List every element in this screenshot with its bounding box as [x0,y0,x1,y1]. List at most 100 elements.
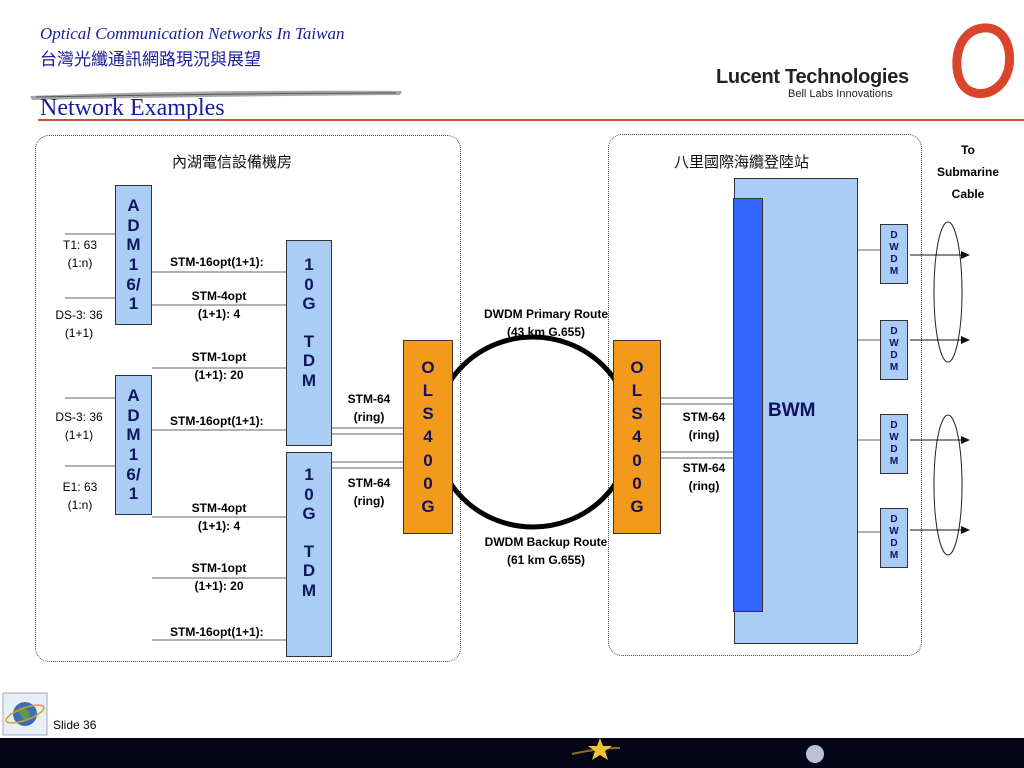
dwdm-letter: W [889,432,899,443]
ols-letter: L [631,380,643,400]
label-ds3-bottom: DS-3: 36(1+1) [55,410,103,442]
dwdm-letter: M [889,456,899,467]
adm-box-bottom[interactable]: A D M 1 6/ 1 [115,375,152,515]
title-english: Optical Communication Networks In Taiwan [40,24,345,43]
ols-letter: 0 [423,450,433,470]
label-stm16-c: STM-16opt(1+1): [170,625,264,639]
ols-letter: O [421,357,435,377]
ols-letter: 0 [632,450,642,470]
adm-letter: 6/ [126,464,141,484]
dwdm-letter: M [889,550,899,561]
adm-letter: M [126,235,141,255]
dwdm-letter: W [889,526,899,537]
ols-letter: G [421,497,435,517]
label-stm64-left-2: STM-64(ring) [347,476,391,508]
dwdm-letter: D [890,444,898,455]
dwdm-box-3[interactable]: D W D M [880,414,908,474]
label-stm64-right-2: STM-64(ring) [682,461,726,493]
label-stm16-a: STM-16opt(1+1): [170,255,264,269]
label-stm1-b: STM-1opt(1+1): 20 [191,561,247,593]
ols-letter: S [422,404,434,424]
adm-letter: A [127,196,140,216]
adm-letter: D [127,215,140,235]
ols-letter: 0 [423,473,433,493]
ols-letter: 4 [632,427,642,447]
ols-box-right[interactable]: O L S 4 0 0 G [613,340,661,534]
brush-stroke-decoration [30,90,402,100]
ols-letter: 0 [632,473,642,493]
label-stm16-b: STM-16opt(1+1): [170,414,264,428]
region-title-bali: 八里國際海纜登陸站 [674,153,810,171]
tdm-letter: M [301,580,317,600]
tdm-letter: 1 [304,465,314,484]
dwdm-letter: D [890,326,898,337]
slide-number: Slide 36 [53,718,97,732]
ols-letter: O [630,357,644,377]
dwdm-box-4[interactable]: D W D M [880,508,908,568]
label-t1: T1: 63(1:n) [62,238,98,270]
ols-letter: G [630,497,644,517]
tdm-letter: 0 [304,274,314,294]
tdm-box-top[interactable]: 1 0 G T D M [286,240,332,446]
tdm-letter: T [303,541,315,561]
adm-letter: 1 [128,445,139,464]
ols-letter: 4 [423,427,433,447]
header-rule [38,119,1024,121]
label-primary-route: DWDM Primary Route(43 km G.655) [483,307,608,339]
globe-icon [2,692,48,736]
star-icon [571,738,621,760]
adm-letter: D [127,405,140,425]
adm-box-top[interactable]: A D M 1 6/ 1 [115,185,152,325]
dwdm-letter: W [889,242,899,253]
dwdm-letter: M [889,266,899,277]
brand-name: Lucent Technologies [716,66,909,88]
bwm-label: BWM [768,400,816,421]
adm-letter: A [127,386,140,406]
tdm-letter: D [302,351,316,371]
adm-letter: 6/ [126,274,141,294]
dwdm-letter: D [890,420,898,431]
adm-letter: 1 [128,255,139,274]
tdm-letter: T [303,331,315,351]
ols-box-left[interactable]: O L S 4 0 0 G [403,340,453,534]
moon-icon [806,745,824,763]
ols-letter: S [631,404,643,424]
tdm-letter: 0 [304,484,314,504]
adm-letter: 1 [128,484,139,504]
bwm-inner-panel [733,198,763,612]
adm-letter: M [126,425,141,445]
label-e1: E1: 63(1:n) [62,480,98,512]
label-backup-route: DWDM Backup Route(61 km G.655) [484,535,608,567]
region-title-neihu: 內湖電信設備機房 [172,153,293,171]
dwdm-letter: D [890,514,898,525]
label-stm4-b: STM-4opt(1+1): 4 [191,501,247,533]
tdm-letter: G [302,294,316,314]
ols-letter: L [422,380,434,400]
tdm-letter: 1 [304,255,314,274]
brand-tagline: Bell Labs Innovations [788,88,893,100]
lucent-ring-logo [952,23,1014,98]
tdm-letter: D [302,561,316,581]
region-neihu [35,135,461,662]
section-title: Network Examples [40,95,225,121]
label-ds3-top: DS-3: 36(1+1) [55,308,103,340]
label-stm1-a: STM-1opt(1+1): 20 [191,350,247,382]
dwdm-box-1[interactable]: D W D M [880,224,908,284]
dwdm-letter: D [890,350,898,361]
dwdm-letter: D [890,538,898,549]
dwdm-letter: D [890,254,898,265]
footer-starfield [0,738,1024,768]
tdm-letter: M [301,370,317,390]
dwdm-box-2[interactable]: D W D M [880,320,908,380]
region-bali [608,134,922,656]
dwdm-letter: D [890,230,898,241]
dwdm-letter: M [889,362,899,373]
label-stm64-left-1: STM-64(ring) [347,392,391,424]
title-chinese: 台灣光纖通訊網路現況與展望 [40,50,261,70]
label-stm64-right-1: STM-64(ring) [682,410,726,442]
tdm-letter: G [302,504,316,524]
label-stm4-a: STM-4opt(1+1): 4 [191,289,247,321]
tdm-box-bottom[interactable]: 1 0 G T D M [286,452,332,657]
